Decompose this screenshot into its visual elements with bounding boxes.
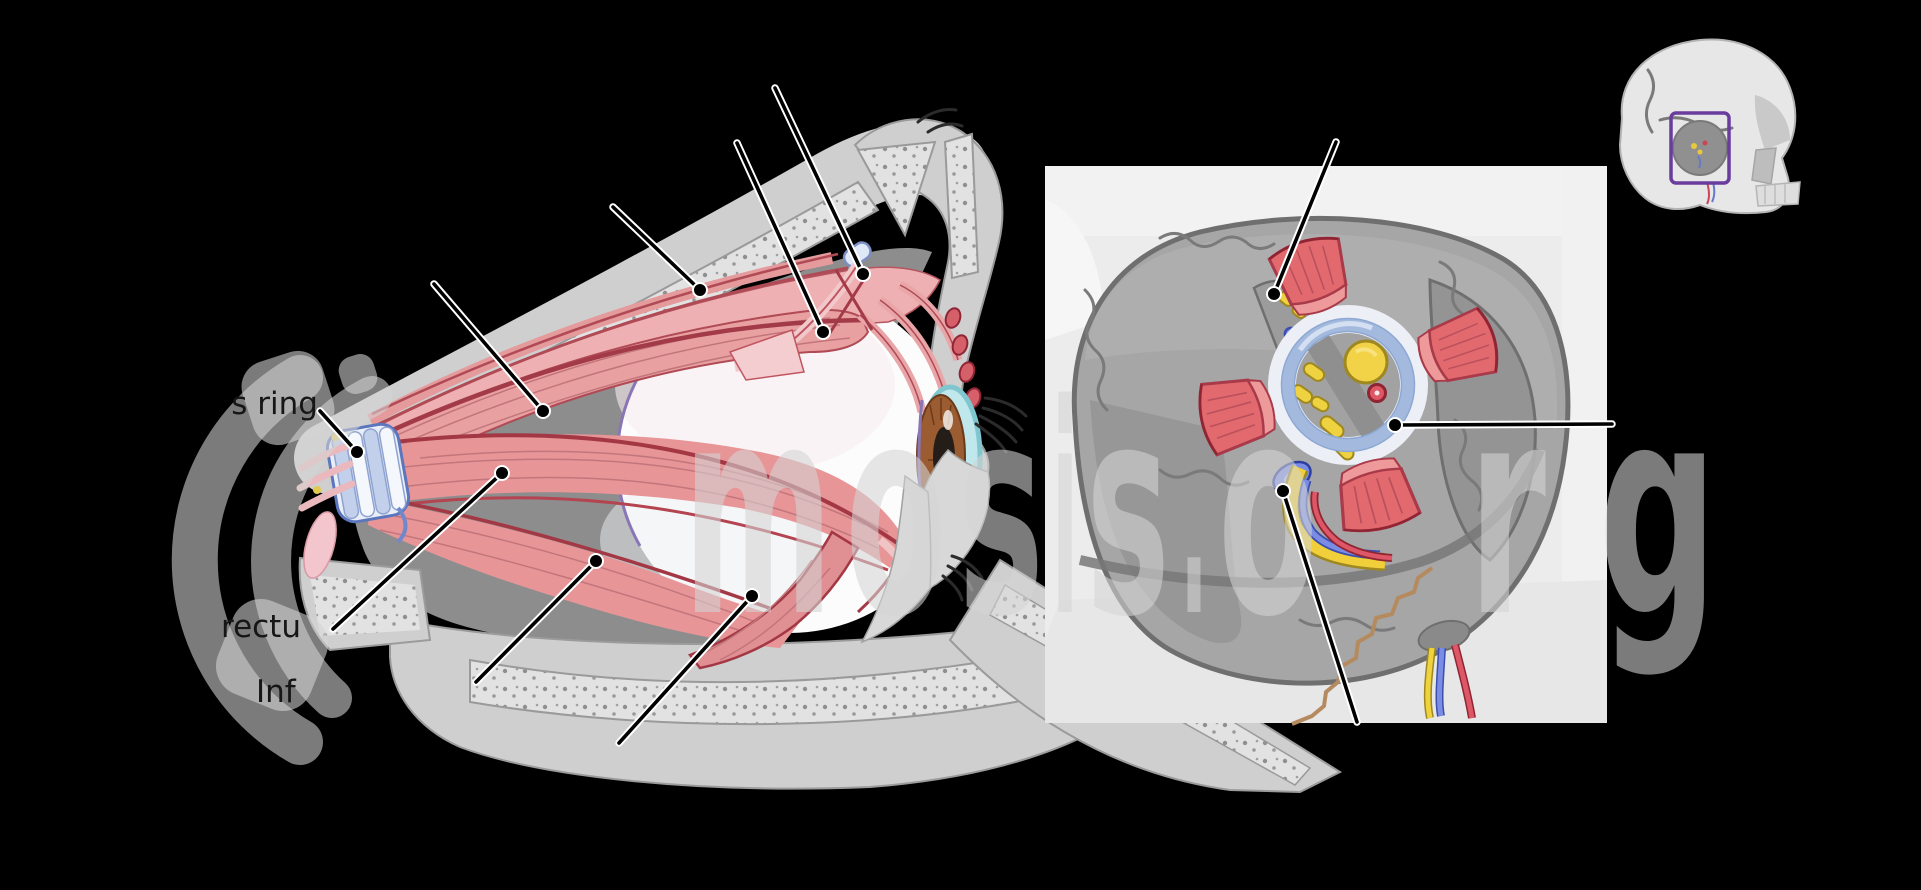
label-fragments: s ring rectu Inf [221,386,318,710]
maxillary-nerve-path [1291,566,1434,726]
callout-inferior-oblique [615,588,760,747]
watermark-text: m o s i s . o r g [683,344,1718,681]
eyelids [860,396,1028,644]
callout-levator-palpebrae [609,203,708,298]
callout-trochlea [771,84,871,282]
callout-lines [316,84,1616,747]
watermark-letter: g [1598,344,1718,681]
label-rectus-fragment: rectu [221,609,301,645]
watermark-letter: s [958,344,1044,681]
callout-optic-canal [1266,138,1340,302]
skull-orbit [1672,120,1728,176]
callout-superior-rectus [430,280,551,419]
upper-lashes [974,396,1028,454]
watermark-outer-arc [171,355,323,765]
label-inferior-fragment: Inf [256,674,297,710]
callout-superior-oblique [733,139,831,340]
watermark-letter: r [1468,344,1547,681]
inferior-oblique-muscle [687,530,860,670]
lower-eyelid [860,474,932,644]
skull-nasal-aperture [1751,147,1777,185]
skull-locator [1618,38,1801,215]
cut-vessel-strands [1417,619,1476,719]
lower-lashes [941,554,984,602]
orbital-apex-inset [1045,166,1607,726]
locator-box [1669,111,1731,185]
skull-temporal-fossa [1754,95,1790,150]
watermark-letter: o [1218,344,1318,681]
skull-orbit-contents [1691,140,1708,169]
watermark-letter: s [1086,344,1170,681]
watermark-letter: i [1052,344,1078,681]
label-ring-fragment: s ring [231,386,318,422]
tendon-insertion-fan [728,329,805,381]
osmosis-watermark: m o s i s . o r g [171,344,1718,765]
fissure-vessel-bundle [1272,460,1393,571]
watermark-letter: o [845,344,947,681]
callout-fissure-vessels [1275,483,1361,726]
skull-maxilla [1755,181,1801,207]
ring-blue-rim [396,506,408,544]
watermark-letter: . [1180,344,1208,681]
frontal-marrow-pocket [856,140,937,238]
callout-inferior-rectus [472,553,604,686]
sphenoid-marrow [310,575,420,636]
optic-nerve-cross-section [1343,339,1389,385]
callout-tendinous-ring [316,407,365,460]
callout-lateral-rectus [329,465,510,633]
watermark-letter: m [683,344,833,681]
frontal-marrow-strip [943,132,980,280]
callout-annular-ring [1387,417,1616,433]
